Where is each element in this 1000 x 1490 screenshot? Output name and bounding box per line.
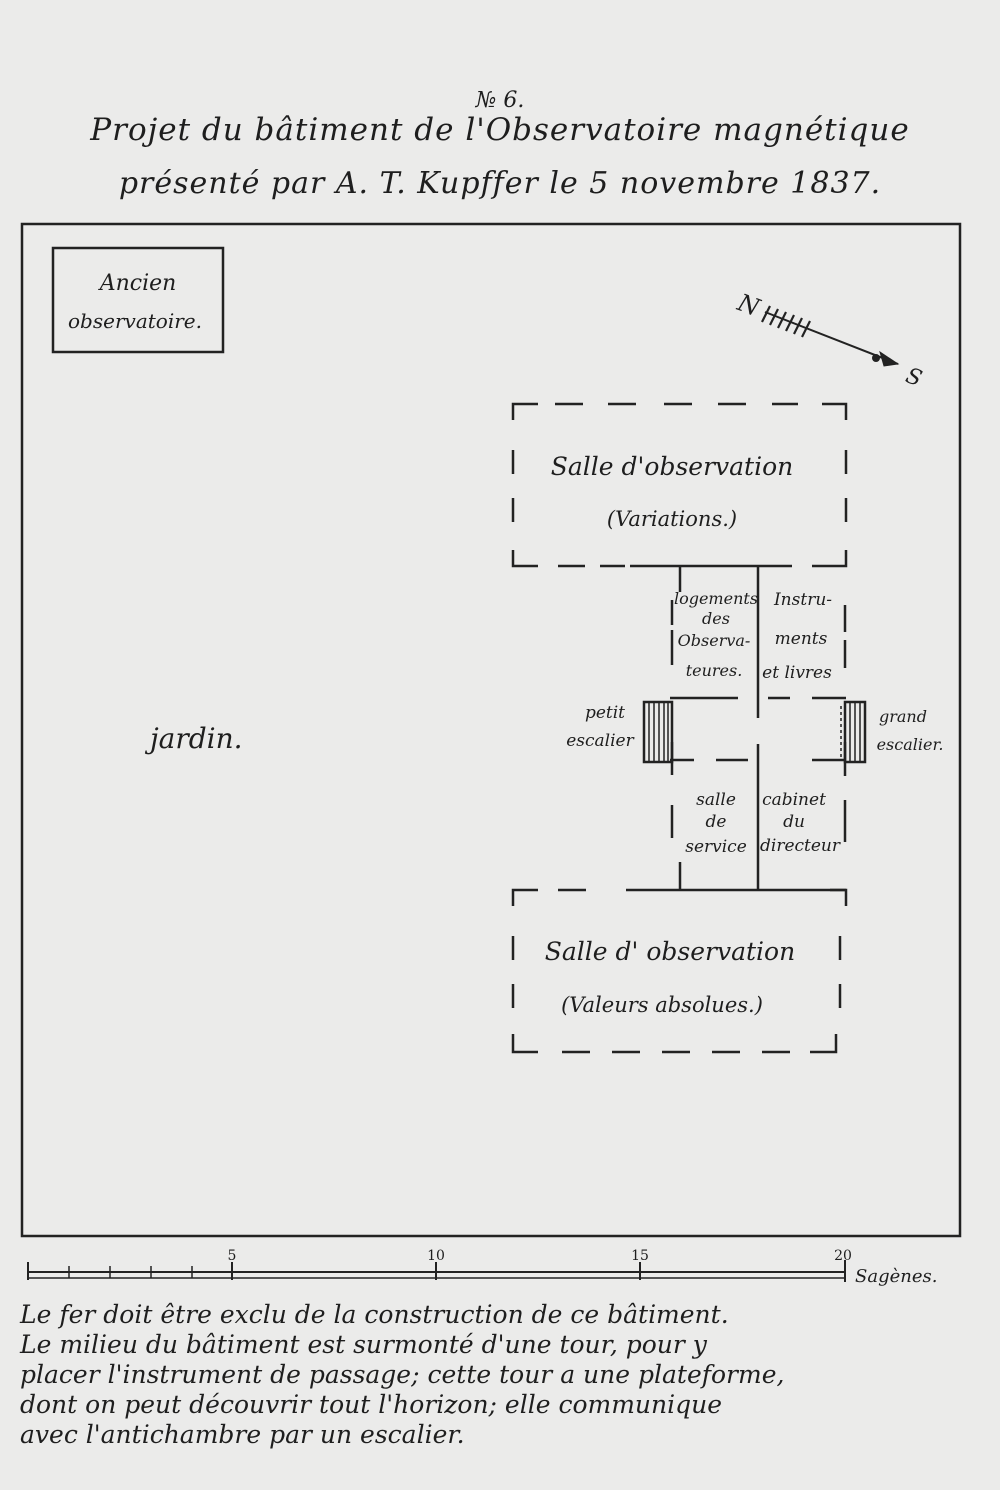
compass-arrow-icon	[761, 305, 900, 367]
observation-hall-bottom-name: Salle d' observation	[545, 937, 795, 966]
lodging-label-2: des	[702, 609, 730, 628]
plate-number: № 6.	[475, 88, 525, 113]
observation-hall-top-subtitle: (Variations.)	[607, 507, 737, 531]
service-room-label-3: service	[685, 837, 747, 857]
garden-label: jardin.	[144, 722, 243, 755]
scale-tick-5: 5	[228, 1248, 237, 1264]
lodging-label-3: Observa-	[678, 631, 751, 650]
floor-plan: Ancien observatoire. N S jardin.	[20, 222, 962, 1287]
observation-hall-top	[511, 402, 848, 568]
service-room-label-2: de	[706, 812, 727, 832]
service-room-label-1: salle	[696, 790, 736, 810]
instruments-label-1: Instru-	[773, 590, 832, 610]
caption-line-2: Le milieu du bâtiment est surmonté d'une…	[20, 1330, 707, 1359]
title-line-1: Projet du bâtiment de l'Observatoire mag…	[90, 112, 910, 148]
old-observatory-box	[51, 246, 225, 354]
instruments-label-3: et livres	[762, 663, 832, 683]
director-office-label-3: directeur	[760, 836, 841, 856]
plan-caption: Le fer doit être exclu de la constructio…	[20, 1300, 980, 1450]
director-office-label-1: cabinet	[762, 790, 826, 810]
grand-stair-label-2: escalier.	[877, 735, 944, 754]
director-office-label-2: du	[783, 812, 805, 832]
scale-tick-15: 15	[631, 1248, 649, 1264]
scale-tick-10: 10	[427, 1248, 445, 1264]
old-observatory-label-1: Ancien	[98, 271, 177, 296]
lodging-label-1: logements	[674, 589, 758, 608]
title-line-2: présenté par A. T. Kupffer le 5 novembre…	[118, 166, 882, 201]
central-block	[670, 566, 847, 890]
observation-hall-top-name: Salle d'observation	[551, 452, 794, 481]
scale-tick-20: 20	[834, 1248, 852, 1264]
plan-frame	[20, 222, 962, 1238]
observation-hall-bottom	[511, 888, 848, 1054]
compass-south-label: S	[902, 363, 925, 392]
caption-line-3: placer l'instrument de passage; cette to…	[20, 1360, 785, 1389]
small-stair-label-2: escalier	[566, 731, 634, 751]
instruments-label-2: ments	[775, 629, 828, 649]
observation-hall-bottom-subtitle: (Valeurs absolues.)	[561, 993, 763, 1017]
small-stair-label-1: petit	[585, 703, 625, 723]
old-observatory-label-2: observatoire.	[68, 309, 202, 333]
caption-line-5: avec l'antichambre par un escalier.	[20, 1420, 465, 1449]
caption-line-4: dont on peut découvrir tout l'horizon; e…	[20, 1390, 723, 1419]
small-staircase	[642, 700, 674, 764]
scale-bar	[27, 1260, 846, 1282]
caption-line-1: Le fer doit être exclu de la constructio…	[20, 1300, 729, 1329]
lodging-label-4: teures.	[686, 661, 743, 680]
scale-unit: Sagènes.	[855, 1266, 937, 1287]
grand-stair-label-1: grand	[879, 707, 927, 726]
compass-north-label: N	[733, 288, 764, 322]
grand-staircase	[840, 700, 867, 764]
plate-header: № 6. Projet du bâtiment de l'Observatoir…	[0, 0, 1000, 215]
